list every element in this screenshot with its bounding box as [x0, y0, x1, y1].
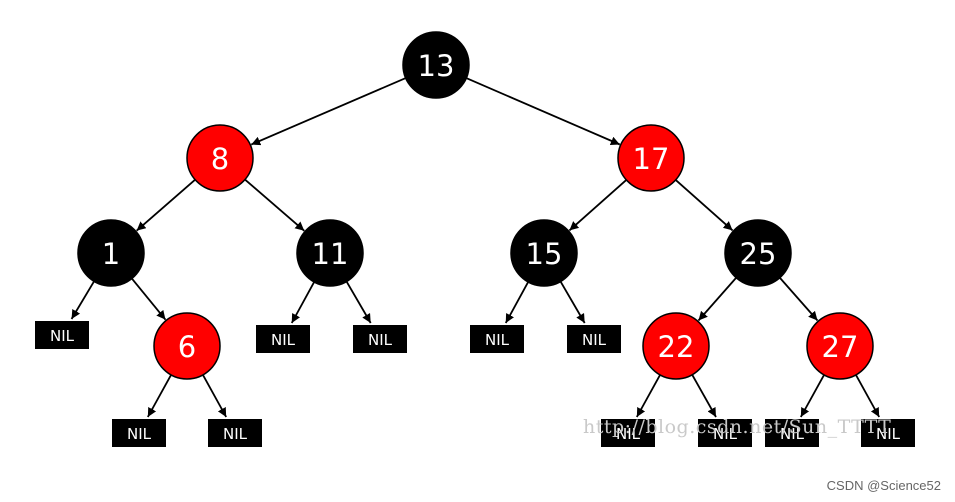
nil-label: NIL	[713, 425, 738, 443]
tree-node-25: 25	[724, 219, 792, 287]
nil-label: NIL	[127, 425, 152, 443]
nil-leaf: NIL	[208, 419, 262, 447]
tree-node-1: 1	[77, 219, 145, 287]
node-circle-red	[806, 312, 874, 380]
node-circle-black	[724, 219, 792, 287]
tree-node-27: 27	[806, 312, 874, 380]
nil-leaf: NIL	[256, 325, 310, 353]
tree-node-8: 8	[186, 124, 254, 192]
node-label: 1	[102, 237, 120, 271]
nil-box	[112, 419, 166, 447]
node-circle-red	[186, 124, 254, 192]
tree-node-13: 13	[402, 31, 470, 99]
edge-n27-nil10	[800, 374, 825, 418]
edge-n1-nil1	[70, 280, 95, 320]
nil-box	[765, 419, 819, 447]
tree-node-11: 11	[296, 219, 364, 287]
nil-box	[698, 419, 752, 447]
node-circle-black	[296, 219, 364, 287]
node-label: 6	[178, 330, 196, 364]
edge-n15-nil4	[504, 281, 529, 324]
nil-leaf: NIL	[470, 325, 524, 353]
edge-n6-nil7	[202, 374, 227, 418]
edge-n8-n1	[136, 179, 196, 232]
edge-n15-nil5	[559, 281, 586, 324]
node-circle-red	[617, 124, 685, 192]
edge-n17-n25	[675, 179, 734, 232]
nil-leaf: NIL	[353, 325, 407, 353]
nil-leaf: NIL	[112, 419, 166, 447]
edge-n8-n11	[244, 178, 305, 232]
nil-label: NIL	[616, 425, 641, 443]
watermark-url: http://blog.csdn.net/Sun_TTTT	[583, 416, 892, 438]
node-circle-red	[642, 312, 710, 380]
edge-n17-n15	[568, 179, 627, 232]
credit-text: CSDN @Science52	[826, 478, 941, 493]
node-label: 22	[658, 330, 695, 364]
edge-n27-nil11	[855, 374, 880, 418]
node-label: 11	[312, 237, 349, 271]
nil-box	[567, 325, 621, 353]
nil-box	[470, 325, 524, 353]
nil-leaf: NIL	[698, 419, 752, 447]
tree-node-22: 22	[642, 312, 710, 380]
nil-label: NIL	[50, 327, 75, 345]
node-label: 27	[822, 330, 859, 364]
edge-n25-n27	[779, 277, 819, 322]
nil-box	[353, 325, 407, 353]
nil-label: NIL	[368, 331, 393, 349]
nil-label: NIL	[271, 331, 296, 349]
node-label: 8	[211, 142, 229, 176]
nil-leaf: NIL	[567, 325, 621, 353]
edge-n1-n6	[131, 277, 167, 321]
edge-n11-nil2	[290, 281, 315, 324]
nil-box	[256, 325, 310, 353]
tree-node-15: 15	[510, 219, 578, 287]
nil-label: NIL	[876, 425, 901, 443]
node-label: 17	[633, 142, 670, 176]
nil-leaf: NIL	[765, 419, 819, 447]
edge-n22-nil8	[636, 374, 661, 418]
node-circle-black	[510, 219, 578, 287]
node-circle-black	[402, 31, 470, 99]
node-label: 25	[740, 237, 777, 271]
edge-n6-nil6	[147, 374, 172, 418]
edge-n22-nil9	[691, 374, 717, 418]
node-circle-red	[153, 312, 221, 380]
nil-box	[208, 419, 262, 447]
nil-box	[601, 419, 655, 447]
edge-n25-n22	[697, 277, 737, 322]
edge-n11-nil3	[345, 281, 372, 324]
nil-box	[35, 321, 89, 349]
node-label: 15	[526, 237, 563, 271]
nil-label: NIL	[780, 425, 805, 443]
edge-n13-n17	[465, 77, 621, 146]
tree-node-6: 6	[153, 312, 221, 380]
node-circle-black	[77, 219, 145, 287]
tree-node-17: 17	[617, 124, 685, 192]
nil-leaf: NIL	[861, 419, 915, 447]
nil-label: NIL	[582, 331, 607, 349]
edge-n13-n8	[250, 77, 407, 146]
nil-leaf: NIL	[601, 419, 655, 447]
edges-layer	[70, 77, 880, 418]
node-label: 13	[418, 49, 455, 83]
nil-label: NIL	[223, 425, 248, 443]
nil-leaf: NIL	[35, 321, 89, 349]
nil-box	[861, 419, 915, 447]
nil-label: NIL	[485, 331, 510, 349]
